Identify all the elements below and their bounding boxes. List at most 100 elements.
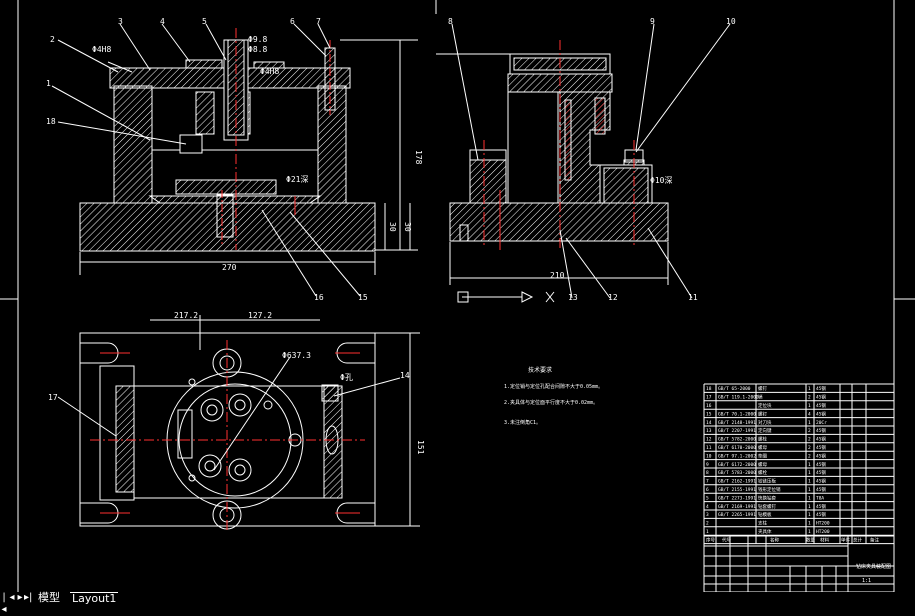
bom-cell: GB/T 65-2000 — [718, 386, 751, 392]
bom-cell: 14 — [706, 420, 712, 426]
bom-cell: 定位块 — [758, 402, 772, 409]
dim-127-2: 127.2 — [248, 311, 272, 320]
bom-cell: 15 — [706, 411, 712, 417]
bom-cell: 1 — [808, 495, 811, 501]
dim-width-270: 270 — [222, 263, 237, 272]
tech-req-line-2: 2.夹具体与定位面平行度不大于0.02mm。 — [504, 399, 598, 406]
balloon-5: 5 — [202, 17, 207, 26]
note-dia-9-8: Φ9.8 — [248, 35, 267, 44]
tech-req-line-3: 3.未注倒角C1。 — [504, 419, 541, 426]
bom-cell: 45钢 — [816, 410, 826, 417]
nav-prev-icon[interactable]: ◂ — [9, 592, 15, 603]
dim-height-178: 178 — [414, 150, 423, 165]
bom-cell: 45钢 — [816, 511, 826, 518]
balloon-16: 16 — [314, 293, 324, 302]
top-view[interactable] — [57, 315, 420, 530]
bom-cell: 垫圈 — [758, 452, 767, 459]
bom-cell: 17 — [706, 395, 712, 401]
bom-cell: 2 — [706, 521, 709, 527]
bill-of-materials — [703, 383, 895, 545]
balloon-4: 4 — [160, 17, 165, 26]
bom-cell: GB/T 70.1-2000 — [718, 411, 756, 417]
balloon-18: 18 — [46, 117, 56, 126]
bom-cell: 45钢 — [816, 402, 826, 409]
bom-header-cell: 数量 — [806, 536, 815, 543]
bom-cell: 45钢 — [816, 461, 826, 468]
bom-cell: 夹具体 — [758, 528, 772, 535]
bom-cell: 20Cr — [816, 420, 827, 426]
bom-cell: 1 — [808, 403, 811, 409]
balloon-2: 2 — [50, 35, 55, 44]
bom-cell: 45钢 — [816, 385, 826, 392]
nav-first-icon[interactable]: |◂ — [1, 592, 7, 615]
balloon-8: 8 — [448, 17, 453, 26]
bom-header-cell: 代号 — [722, 536, 731, 543]
bom-header-cell: 单件 — [841, 536, 850, 543]
bom-cell: 2 — [808, 445, 811, 451]
bom-cell: GB/T 119.1-2000 — [718, 395, 759, 401]
note-dia-8-8: Φ8.8 — [248, 45, 267, 54]
bom-cell: 对刀块 — [758, 419, 772, 426]
tab-model[interactable]: 模型 — [38, 591, 60, 604]
bom-cell: 快换钻套 — [758, 494, 776, 501]
side-view-labels: 8 9 10 11 12 13 210 Φ10深 — [448, 17, 736, 302]
bom-cell: 钻模板 — [758, 511, 772, 518]
bom-cell: 45钢 — [816, 469, 826, 476]
tech-req-line-1: 1.定位销与定位孔配合间隙不大于0.05mm。 — [504, 383, 603, 390]
balloon-9: 9 — [650, 17, 655, 26]
balloon-17: 17 — [48, 393, 58, 402]
bom-cell: 3 — [706, 512, 709, 518]
balloon-6: 6 — [290, 17, 295, 26]
bom-cell: 钻套螺钉 — [758, 503, 776, 510]
top-view-labels: 17 14 217.2 127.2 151 Φ637.3 Φ孔 — [48, 311, 425, 455]
bom-cell: 45钢 — [816, 436, 826, 443]
drawing-title: 钻床夹具装配图 — [856, 563, 891, 570]
dim-30-a: 30 — [388, 222, 397, 232]
layout-tab-bar: |◂ ◂ ▸ ▸| 模型 Layout1 — [0, 591, 915, 615]
bom-cell: T8A — [816, 495, 824, 501]
bom-cell: 45钢 — [816, 427, 826, 434]
bom-cell: 螺栓 — [758, 469, 767, 476]
dim-height-151: 151 — [416, 440, 425, 455]
bom-cell: 45钢 — [816, 452, 826, 459]
balloon-15: 15 — [358, 293, 368, 302]
drawing-scale: 1:1 — [862, 578, 871, 584]
bom-cell: 8 — [706, 470, 709, 476]
nav-next-icon[interactable]: ▸ — [17, 592, 23, 603]
bom-cell: GB/T 2155-1991 — [718, 487, 756, 493]
bom-cell: 螺钉 — [758, 410, 767, 417]
side-view[interactable] — [436, 23, 731, 303]
bom-cell: 45钢 — [816, 486, 826, 493]
bom-cell: 1 — [808, 420, 811, 426]
dim-217-2: 217.2 — [174, 311, 198, 320]
balloon-7: 7 — [316, 17, 321, 26]
front-left-column — [113, 85, 153, 204]
bom-cell: 1 — [808, 521, 811, 527]
note-bore-2: Φ4H8 — [260, 67, 279, 76]
bom-header-cell: 序号 — [706, 536, 715, 543]
bom-cell: GB/T 6172-2000 — [718, 462, 756, 468]
bom-cell: 6 — [706, 487, 709, 493]
bom-cell: 支柱 — [758, 520, 767, 527]
bom-cell: 7 — [706, 479, 709, 485]
tab-layout1[interactable]: Layout1 — [70, 592, 119, 605]
bom-cell: HT200 — [816, 529, 830, 535]
bom-cell: 2 — [808, 453, 811, 459]
bom-cell: 4 — [808, 411, 811, 417]
bom-cell: 螺母 — [758, 444, 767, 451]
bom-cell: GB/T 5782-2000 — [718, 437, 756, 443]
bom-cell: 4 — [706, 504, 709, 510]
nav-last-icon[interactable]: ▸| — [24, 592, 33, 603]
bom-cell: 10 — [706, 453, 712, 459]
front-right-column — [317, 85, 347, 204]
balloon-1: 1 — [46, 79, 51, 88]
tech-req-title: 技术要求 — [528, 366, 552, 374]
dim-width-210: 210 — [550, 271, 565, 280]
bom-cell: 2 — [808, 428, 811, 434]
bom-cell: GB/T 2273-1991 — [718, 495, 756, 501]
bom-header-cell: 总计 — [853, 536, 862, 543]
front-view[interactable] — [51, 23, 418, 297]
bom-cell: 1 — [706, 529, 709, 535]
